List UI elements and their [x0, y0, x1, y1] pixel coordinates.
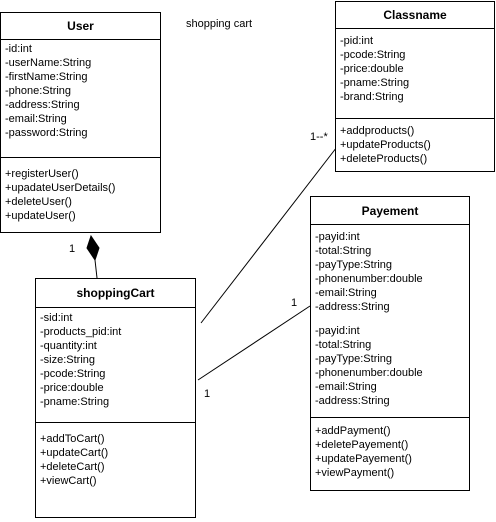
classname-attr-brand: -brand:String [340, 91, 404, 103]
class-payement[interactable]: Payement -payid:int -total:String -payTy… [310, 196, 470, 491]
payement-attr-email-2: -email:String [315, 381, 377, 393]
cart-multiplicity: 1 [204, 388, 211, 400]
class-shoppingcart[interactable]: shoppingCart -sid:int -products_pid:int … [35, 278, 196, 518]
classname-attr-pname: -pname:String [340, 77, 410, 89]
payement-method-update: +updatePayement() [315, 453, 412, 465]
cart-attr-products-pid: -products_pid:int [40, 326, 122, 338]
composition-line [94, 259, 98, 279]
classname-method-delete: +deleteProducts() [340, 153, 428, 165]
cart-attr-pcode: -pcode:String [40, 368, 106, 380]
class-user-attributes: -id:int -userName:String -firstName:Stri… [1, 40, 160, 158]
classname-method-update: +updateProducts() [340, 139, 431, 151]
class-payement-name: Payement [311, 197, 469, 225]
payement-attr-total-2: -total:String [315, 339, 372, 351]
payement-method-add: +addPayment() [315, 425, 391, 437]
class-classname-name: Classname [336, 2, 494, 29]
user-attr-email: -email:String [5, 113, 67, 125]
payement-attr-email: -email:String [315, 287, 377, 299]
cart-method-delete: +deleteCart() [40, 461, 105, 473]
cart-attr-quantity: -quantity:int [40, 340, 97, 352]
payement-multiplicity: 1 [291, 297, 298, 309]
cart-method-add: +addToCart() [40, 433, 105, 445]
class-payement-attributes: -payid:int -total:String -payType:String… [311, 225, 469, 418]
classname-attr-pid: -pid:int [340, 35, 374, 47]
cart-method-view: +viewCart() [40, 475, 97, 487]
class-shoppingcart-name: shoppingCart [36, 279, 195, 308]
user-method-update-details: +upadateUserDetails() [5, 182, 116, 194]
classname-attr-price: -price:double [340, 63, 404, 75]
user-attr-firstname: -firstName:String [5, 71, 88, 83]
cart-attr-price: -price:double [40, 382, 104, 394]
class-shoppingcart-methods: +addToCart() +updateCart() +deleteCart()… [36, 423, 195, 488]
payement-attr-payid-2: -payid:int [315, 325, 360, 337]
classname-method-add: +addproducts() [340, 125, 415, 137]
cart-attr-sid: -sid:int [40, 312, 73, 324]
user-attr-phone: -phone:String [5, 85, 72, 97]
class-classname[interactable]: Classname -pid:int -pcode:String -price:… [335, 1, 495, 172]
class-shoppingcart-attributes: -sid:int -products_pid:int -quantity:int… [36, 308, 195, 423]
class-user-methods: +registerUser() +upadateUserDetails() +d… [1, 158, 160, 223]
user-attr-id: -id:int [5, 43, 32, 55]
class-classname-attributes: -pid:int -pcode:String -price:double -pn… [336, 29, 494, 119]
cart-method-update: +updateCart() [40, 447, 109, 459]
cart-attr-size: -size:String [40, 354, 96, 366]
diagram-title: shopping cart [186, 18, 253, 30]
association-cart-classname [200, 142, 341, 324]
class-payement-methods: +addPayment() +deletePayement() +updateP… [311, 418, 469, 480]
classname-attr-pcode: -pcode:String [340, 49, 406, 61]
payement-attr-paytype: -payType:String [315, 259, 393, 271]
payement-attr-phonenumber: -phonenumber:double [315, 273, 423, 285]
payement-attr-payid: -payid:int [315, 231, 360, 243]
user-attr-username: -userName:String [5, 57, 92, 69]
cart-attr-pname: -pname:String [40, 396, 110, 408]
payement-attr-phonenumber-2: -phonenumber:double [315, 367, 423, 379]
payement-attr-total: -total:String [315, 245, 372, 257]
payement-attr-address-2: -address:String [315, 395, 390, 407]
user-method-update: +updateUser() [5, 210, 76, 222]
user-method-register: +registerUser() [5, 168, 79, 180]
user-attr-password: -password:String [5, 127, 88, 139]
class-user[interactable]: User -id:int -userName:String -firstName… [0, 12, 161, 233]
classname-multiplicity: 1--* [310, 131, 328, 143]
user-attr-address: -address:String [5, 99, 80, 111]
composition-multiplicity: 1 [69, 243, 76, 255]
composition-diamond [86, 234, 100, 262]
payement-method-delete: +deletePayement() [315, 439, 409, 451]
association-cart-payement [197, 305, 311, 381]
payement-attr-address: -address:String [315, 301, 390, 313]
payement-attr-paytype-2: -payType:String [315, 353, 393, 365]
class-user-name: User [1, 13, 160, 40]
payement-method-view: +viewPayment() [315, 467, 395, 479]
class-classname-methods: +addproducts() +updateProducts() +delete… [336, 119, 494, 166]
user-method-delete: +deleteUser() [5, 196, 72, 208]
